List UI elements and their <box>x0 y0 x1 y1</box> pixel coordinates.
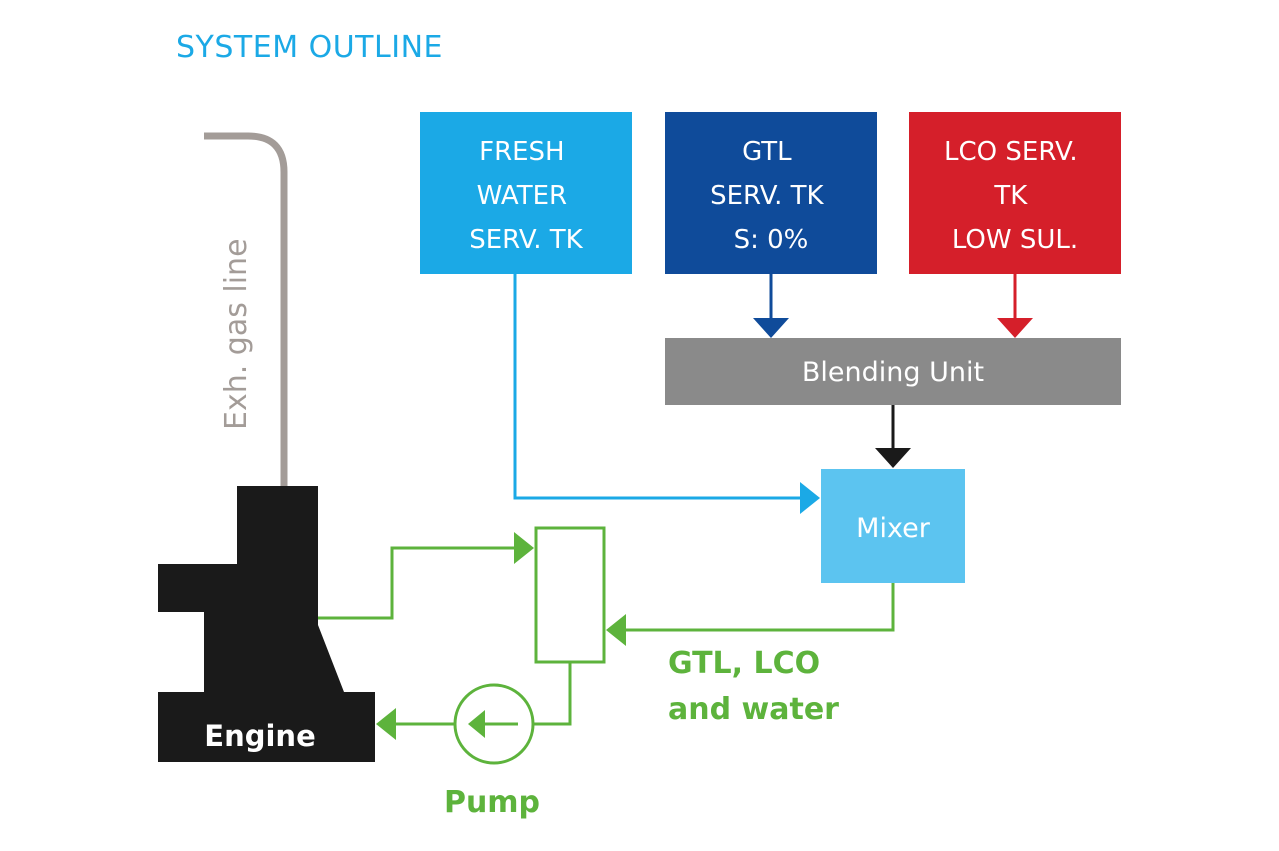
gtl-to-blending-arrowhead <box>753 318 789 338</box>
mixer <box>821 469 965 583</box>
pump-to-engine-arrowhead <box>376 708 396 740</box>
lco-to-blending-arrowhead <box>997 318 1033 338</box>
pump-arrow-icon <box>468 710 518 738</box>
exhaust-gas-line-label: Exh. gas line <box>219 238 254 430</box>
exchanger-to-pump-line <box>533 662 572 726</box>
mixer-to-exchanger-arrowhead <box>606 614 626 646</box>
engine-to-exchanger-line <box>318 546 517 620</box>
engine-label: Engine <box>204 719 315 753</box>
fresh-water-to-mixer-line <box>513 274 803 500</box>
flow-label: GTL, LCO and water <box>668 646 839 727</box>
engine <box>158 486 375 762</box>
engine-to-exchanger-arrowhead <box>514 532 534 564</box>
heat-exchanger <box>534 526 606 664</box>
fresh-water-to-mixer-arrowhead <box>800 482 820 514</box>
gtl-tank-label: GTL SERV. TK S: 0% <box>710 137 832 255</box>
pump-label: Pump <box>444 785 540 820</box>
exhaust-gas-line <box>204 132 288 486</box>
lco-tank <box>909 112 1121 274</box>
fresh-water-tank <box>420 112 632 274</box>
lco-tank-label: LCO SERV. TK LOW SUL. <box>944 137 1086 255</box>
gtl-tank <box>665 112 877 274</box>
blending-to-mixer-arrowhead <box>875 448 911 468</box>
mixer-label: Mixer <box>856 513 931 544</box>
blending-unit <box>665 338 1121 405</box>
diagram-title: SYSTEM OUTLINE <box>176 30 443 65</box>
blending-unit-label: Blending Unit <box>802 357 984 388</box>
fresh-water-tank-label: FRESH WATER SERV. TK <box>469 137 583 255</box>
mixer-to-exchanger-line <box>624 583 895 632</box>
